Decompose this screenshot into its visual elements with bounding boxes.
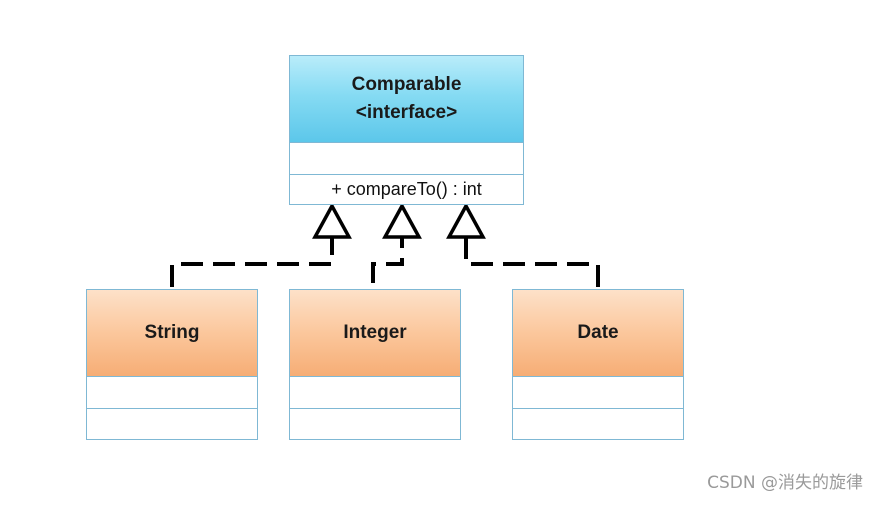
interface-methods-section: + compareTo() : int: [290, 174, 523, 203]
interface-attributes-section: [290, 142, 523, 174]
interface-name: Comparable: [351, 74, 462, 95]
integer-class-name: Integer: [343, 322, 407, 343]
string-realization-line: [170, 238, 334, 287]
string-class-box[interactable]: String: [86, 289, 258, 440]
string-class-header: String: [87, 290, 257, 376]
string-attributes-section: [87, 376, 257, 408]
interface-header: Comparable <interface>: [290, 56, 523, 142]
date-methods-section: [513, 408, 683, 438]
integer-class-header: Integer: [290, 290, 460, 376]
comparable-interface-box[interactable]: Comparable <interface> + compareTo() : i…: [289, 55, 524, 205]
date-class-name: Date: [577, 322, 619, 343]
date-class-header: Date: [513, 290, 683, 376]
date-arrowhead-icon: [446, 202, 486, 239]
interface-stereotype: <interface>: [355, 102, 458, 123]
string-class-name: String: [144, 322, 200, 343]
date-realization-line: [464, 238, 600, 287]
date-class-box[interactable]: Date: [512, 289, 684, 440]
string-arrowhead-icon: [312, 202, 352, 239]
integer-attributes-section: [290, 376, 460, 408]
interface-method: + compareTo() : int: [331, 178, 482, 199]
date-attributes-section: [513, 376, 683, 408]
watermark: CSDN @消失的旋律: [707, 473, 863, 493]
integer-realization-line: [371, 238, 404, 283]
integer-methods-section: [290, 408, 460, 438]
integer-class-box[interactable]: Integer: [289, 289, 461, 440]
integer-arrowhead-icon: [382, 202, 422, 239]
string-methods-section: [87, 408, 257, 438]
